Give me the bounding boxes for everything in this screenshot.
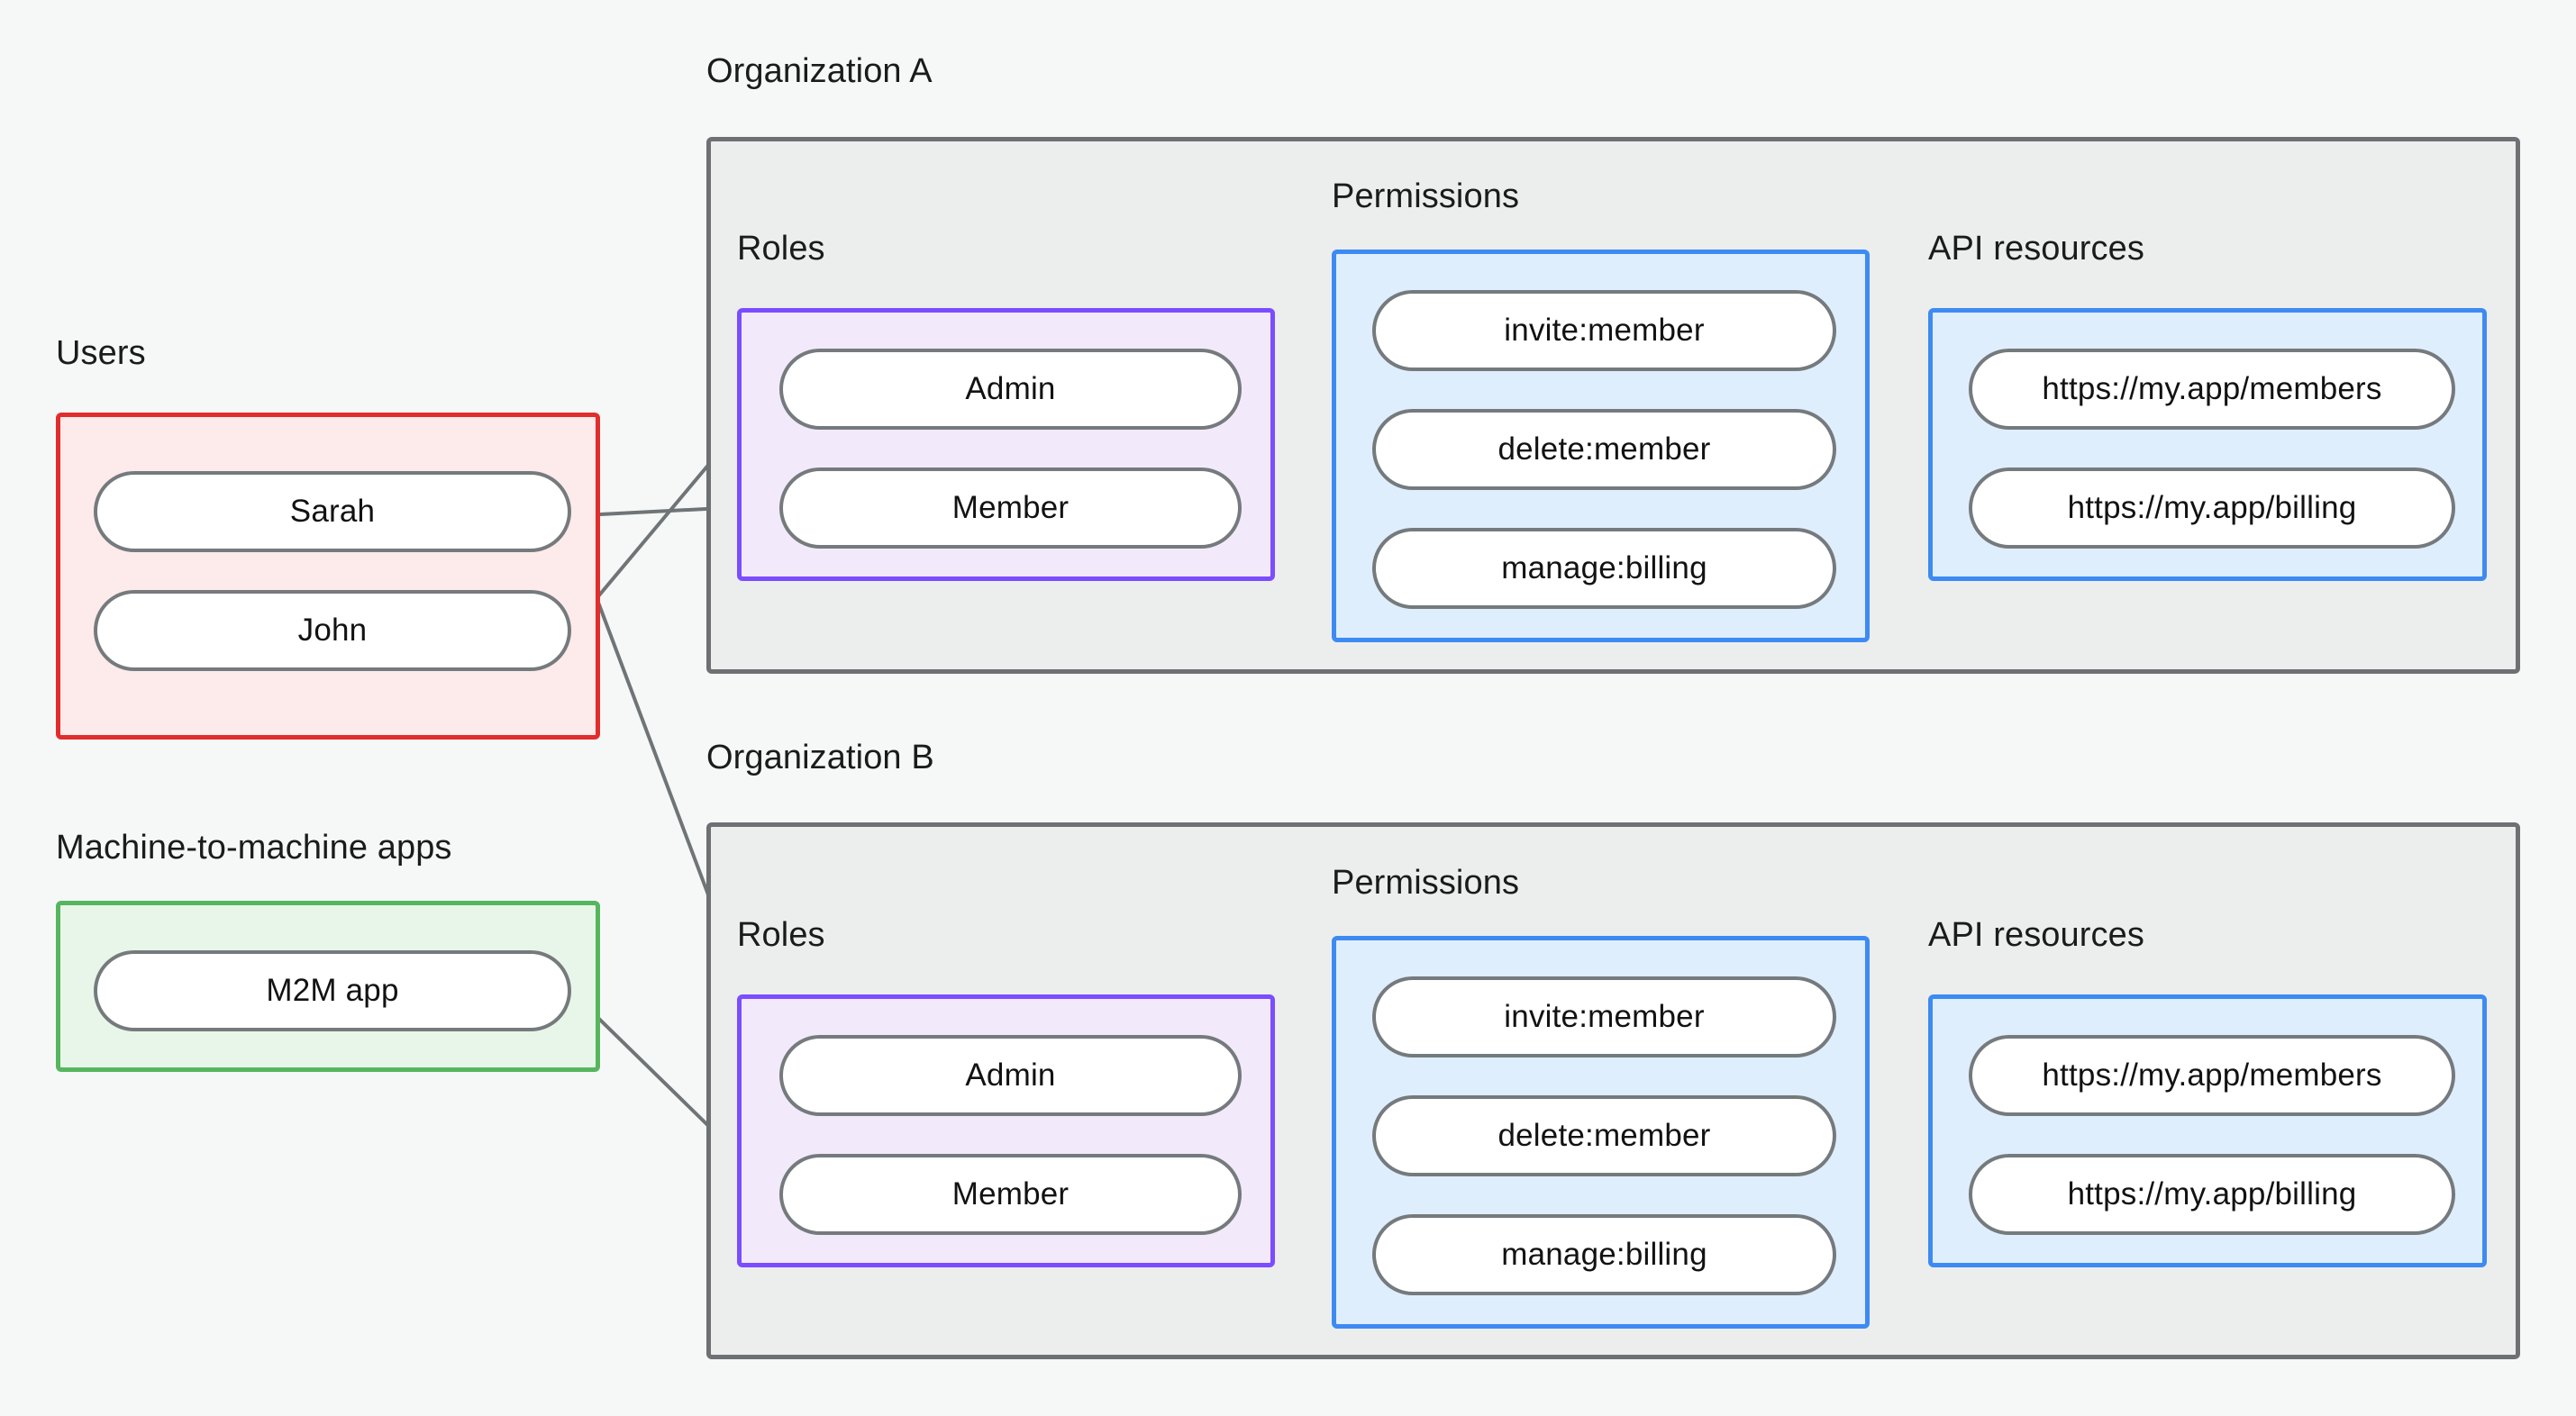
org-b-api-box: https://my.app/members https://my.app/bi… <box>1928 994 2487 1267</box>
m2m-caption: Machine-to-machine apps <box>56 829 452 867</box>
org-b-api-resource-billing[interactable]: https://my.app/billing <box>1969 1154 2455 1235</box>
org-a-api-caption: API resources <box>1928 230 2144 268</box>
org-b-roles-box: Admin Member <box>737 994 1275 1267</box>
org-b-permission-invite-member[interactable]: invite:member <box>1372 976 1836 1057</box>
org-b-caption: Organization B <box>706 739 934 776</box>
org-a-api-box: https://my.app/members https://my.app/bi… <box>1928 308 2487 581</box>
org-a-roles-box: Admin Member <box>737 308 1275 581</box>
users-group-box: Sarah John <box>56 413 600 740</box>
org-b-role-admin[interactable]: Admin <box>779 1035 1242 1116</box>
org-b-permissions-box: invite:member delete:member manage:billi… <box>1332 936 1870 1329</box>
org-a-permission-delete-member[interactable]: delete:member <box>1372 409 1836 490</box>
org-b-roles-caption: Roles <box>737 916 825 954</box>
org-b-permissions-caption: Permissions <box>1332 864 1520 902</box>
org-a-permissions-caption: Permissions <box>1332 177 1520 215</box>
org-a-permission-invite-member[interactable]: invite:member <box>1372 290 1836 371</box>
org-a-caption: Organization A <box>706 52 933 90</box>
org-b-permission-delete-member[interactable]: delete:member <box>1372 1095 1836 1176</box>
org-a-api-resource-members[interactable]: https://my.app/members <box>1969 349 2455 430</box>
user-node-sarah[interactable]: Sarah <box>94 471 571 552</box>
m2m-node-app[interactable]: M2M app <box>94 950 571 1031</box>
m2m-group-box: M2M app <box>56 901 600 1072</box>
org-b-permission-manage-billing[interactable]: manage:billing <box>1372 1214 1836 1295</box>
org-a-roles-caption: Roles <box>737 230 825 268</box>
users-caption: Users <box>56 334 146 372</box>
org-a-role-member[interactable]: Member <box>779 467 1242 549</box>
org-b-api-caption: API resources <box>1928 916 2144 954</box>
org-a-api-resource-billing[interactable]: https://my.app/billing <box>1969 467 2455 549</box>
org-b-api-resource-members[interactable]: https://my.app/members <box>1969 1035 2455 1116</box>
org-b-role-member[interactable]: Member <box>779 1154 1242 1235</box>
org-a-permissions-box: invite:member delete:member manage:billi… <box>1332 250 1870 642</box>
org-a-role-admin[interactable]: Admin <box>779 349 1242 430</box>
org-a-permission-manage-billing[interactable]: manage:billing <box>1372 528 1836 609</box>
user-node-john[interactable]: John <box>94 590 571 671</box>
